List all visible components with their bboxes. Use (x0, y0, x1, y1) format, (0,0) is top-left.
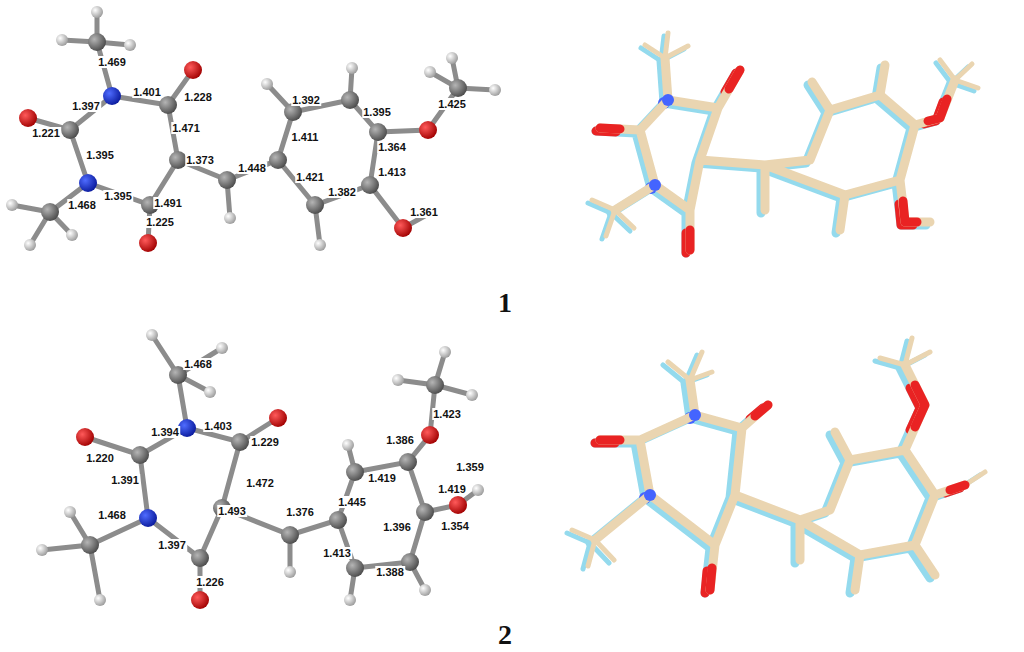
bond-length: 1.395 (103, 190, 133, 202)
bond-length: 1.361 (409, 206, 439, 218)
bond-length: 1.413 (377, 166, 407, 178)
bond-length: 1.382 (327, 186, 357, 198)
bond-length: 1.423 (432, 408, 462, 420)
bond-length: 1.411 (291, 131, 320, 143)
bond-length: 1.468 (67, 199, 97, 211)
bond-length: 1.469 (97, 56, 127, 68)
bond-length: 1.403 (203, 420, 233, 432)
bond-length: 1.472 (245, 477, 275, 489)
bond-length: 1.396 (382, 521, 412, 533)
bond-length: 1.401 (132, 86, 162, 98)
bond-length: 1.394 (150, 426, 180, 438)
bond-length: 1.220 (85, 452, 115, 464)
bond-length: 1.491 (153, 197, 183, 209)
bond-length: 1.397 (71, 100, 101, 112)
bond-length: 1.419 (437, 483, 467, 495)
bond-length: 1.395 (85, 149, 115, 161)
bond-length: 1.388 (375, 566, 405, 578)
bond-length: 1.225 (145, 216, 175, 228)
bond-length: 1.421 (295, 171, 325, 183)
bond-length: 1.413 (322, 547, 352, 559)
bond-length: 1.445 (337, 496, 367, 508)
bond-length: 1.468 (97, 509, 127, 521)
bond-length: 1.354 (440, 520, 470, 532)
bond-length: 1.364 (377, 141, 407, 153)
bond-length: 1.386 (385, 434, 415, 446)
bond-length: 1.468 (183, 358, 213, 370)
bond-length: 1.493 (217, 505, 247, 517)
compound-number: 1 (498, 287, 512, 319)
bond-length: 1.373 (185, 154, 215, 166)
bond-length: 1.395 (362, 106, 392, 118)
bond-length: 1.359 (455, 461, 485, 473)
bond-length: 1.419 (367, 472, 397, 484)
bond-length: 1.471 (171, 122, 201, 134)
bond-length: 1.228 (183, 91, 213, 103)
bond-length: 1.448 (237, 162, 267, 174)
bond-length: 1.392 (291, 94, 321, 106)
bond-length: 1.397 (157, 539, 187, 551)
bond-length: 1.425 (437, 98, 467, 110)
bond-length: 1.226 (195, 576, 225, 588)
bond-length: 1.221 (31, 127, 61, 139)
bond-length: 1.376 (285, 506, 315, 518)
bond-length: 1.391 (110, 474, 140, 486)
compound-number: 2 (498, 619, 512, 651)
bond-length: 1.229 (250, 436, 280, 448)
